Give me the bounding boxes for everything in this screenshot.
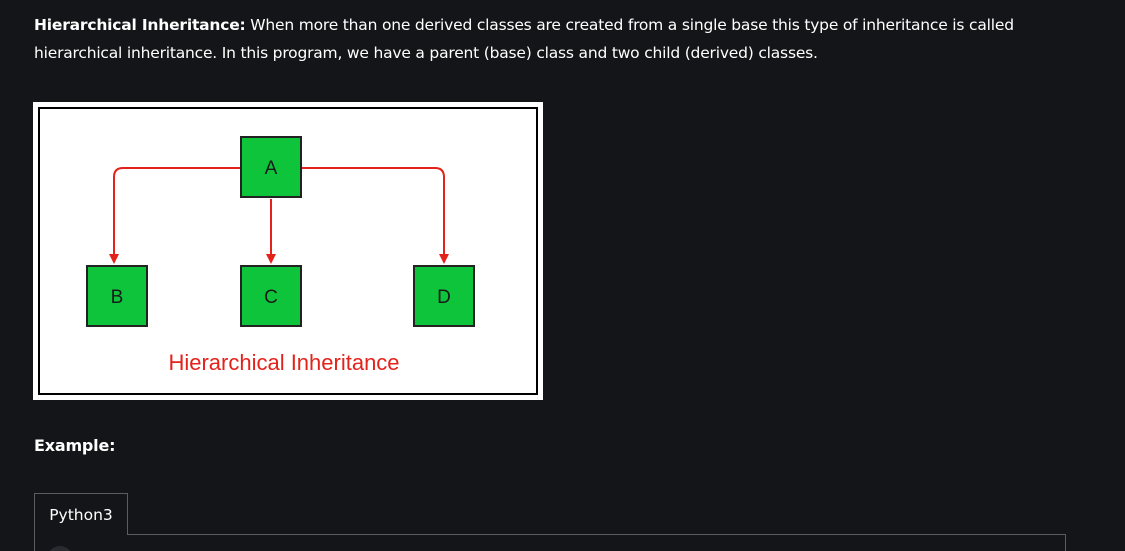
code-tab-python3[interactable]: Python3 xyxy=(34,493,128,535)
intro-term: Hierarchical Inheritance: xyxy=(34,16,246,34)
intro-text: When more than one derived classes are c… xyxy=(34,16,1014,62)
hierarchy-diagram: A B C D Hierarchical Inheritance xyxy=(86,136,475,375)
node-b-label: B xyxy=(111,287,124,308)
node-d: D xyxy=(413,265,475,327)
node-c: C xyxy=(240,265,302,327)
arrow-a-to-b xyxy=(109,167,241,264)
node-a-label: A xyxy=(265,158,278,179)
code-block xyxy=(34,534,1066,551)
example-heading: Example: xyxy=(34,436,116,455)
code-control-icon[interactable] xyxy=(47,546,73,551)
node-b: B xyxy=(86,265,148,327)
arrow-a-to-c xyxy=(266,199,276,264)
diagram-caption: Hierarchical Inheritance xyxy=(168,350,399,375)
diagram-figure: A B C D Hierarchical Inheritance xyxy=(33,102,543,400)
arrow-a-to-d xyxy=(301,167,449,264)
node-c-label: C xyxy=(264,287,278,308)
node-a: A xyxy=(240,136,302,198)
intro-paragraph: Hierarchical Inheritance: When more than… xyxy=(34,11,1034,67)
node-d-label: D xyxy=(437,287,451,308)
